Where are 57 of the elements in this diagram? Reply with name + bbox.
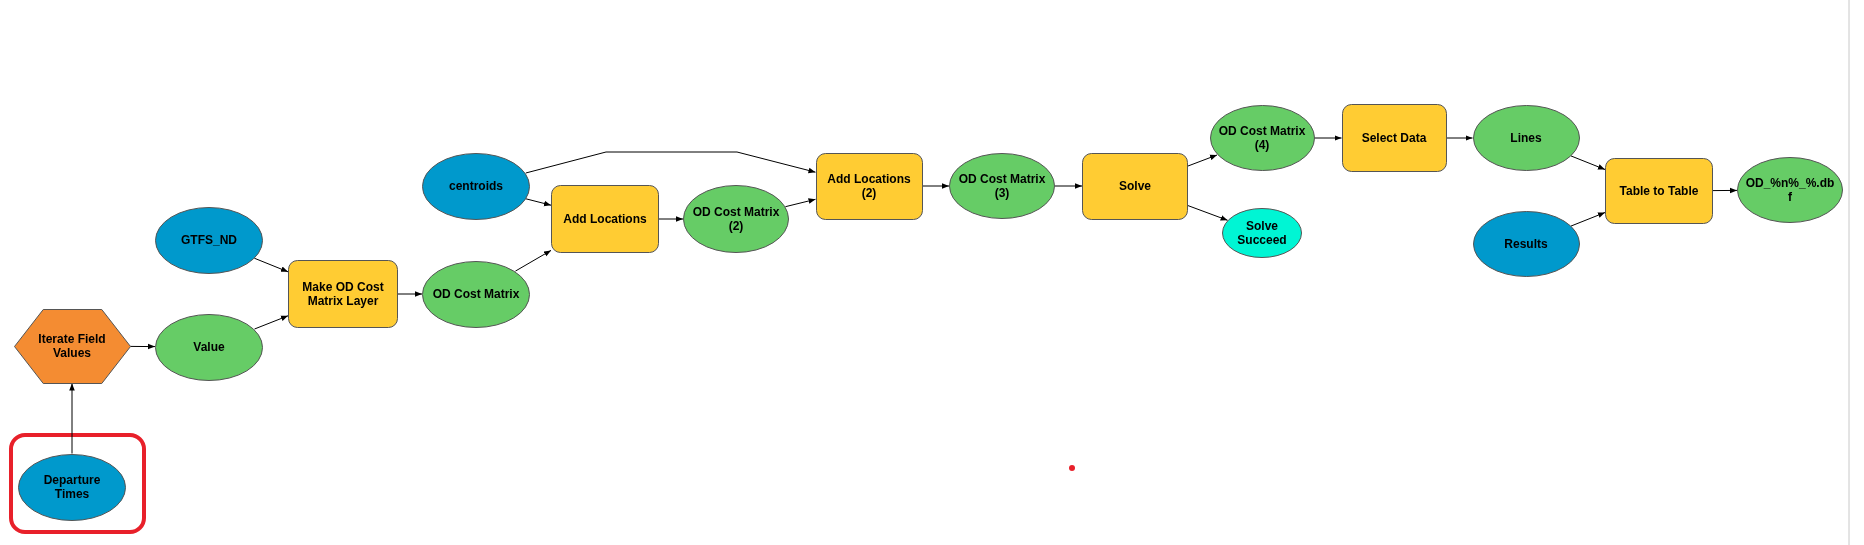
arrow (1570, 212, 1606, 227)
data-ellipse (1737, 157, 1843, 223)
data-ellipse (155, 206, 263, 274)
node-label: Add Locations (2) (826, 172, 912, 200)
data-ellipse (949, 153, 1055, 219)
node-label: OD Cost Matrix (431, 287, 521, 301)
arrow (922, 183, 950, 189)
arrow (69, 383, 75, 454)
tool-box (288, 260, 398, 328)
arrow (1314, 135, 1342, 141)
arrow (525, 198, 552, 207)
arrow (254, 315, 289, 330)
data-ellipse (422, 260, 530, 328)
data-ellipse (422, 152, 530, 220)
arrow (129, 343, 156, 350)
arrow (784, 198, 816, 208)
arrow (253, 257, 289, 273)
node-label: Make OD Cost Matrix Layer (301, 280, 385, 308)
tool-box (1605, 158, 1713, 224)
node-label: OD Cost Matrix (3) (957, 172, 1047, 200)
node-label: OD_%n%_%.dbf (1744, 176, 1836, 204)
node-label: Value (192, 340, 226, 354)
node-label: Lines (1509, 131, 1543, 145)
data-ellipse (1472, 211, 1580, 277)
node-label: OD Cost Matrix (2) (691, 205, 781, 233)
data-ellipse (155, 313, 263, 381)
arrow (1570, 155, 1606, 170)
tool-box (551, 185, 659, 253)
data-ellipse (1222, 208, 1302, 258)
arrow (658, 216, 684, 222)
node-label: Solve Succeed (1236, 219, 1288, 247)
arrow (1187, 154, 1218, 167)
node-label: Solve (1118, 179, 1152, 193)
tool-box (815, 152, 923, 220)
node-label: centroids (448, 179, 504, 193)
node-label: Table to Table (1618, 184, 1700, 198)
node-label: Results (1503, 237, 1549, 251)
arrow (525, 151, 816, 174)
arrow (1187, 205, 1229, 221)
node-label: OD Cost Matrix (4) (1217, 124, 1307, 152)
node-label: Departure Times (42, 473, 102, 501)
tool-box (1341, 104, 1447, 172)
tool-box (1082, 152, 1188, 220)
node-label: Select Data (1360, 131, 1428, 145)
data-ellipse (18, 453, 126, 521)
arrow (514, 249, 552, 272)
node-label: Iterate Field Values (37, 332, 107, 360)
arrow (1712, 187, 1738, 194)
data-ellipse (1209, 105, 1315, 171)
node-label: GTFS_ND (180, 233, 238, 247)
arrow (1054, 183, 1083, 189)
arrow (397, 291, 423, 297)
iterator-hexagon (13, 308, 131, 384)
data-ellipse (1472, 105, 1580, 171)
arrow (1446, 135, 1473, 141)
data-ellipse (683, 185, 789, 253)
node-label: Add Locations (562, 212, 648, 226)
